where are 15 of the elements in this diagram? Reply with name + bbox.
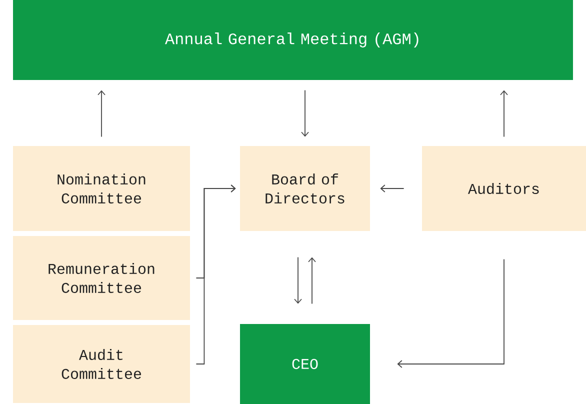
arrow [294,256,302,304]
committee-box: Remuneration Committee [13,236,190,320]
arrow [196,184,236,364]
meeting-banner: Annual General Meeting (AGM) [13,0,573,80]
arrow [500,90,508,138]
committee-box: Audit Committee [13,325,190,403]
process-box: Auditors [422,146,586,231]
arrow [308,257,316,304]
executive-box: CEO [240,324,370,404]
committee-box: Nomination Committee [13,146,190,231]
arrow [301,90,309,137]
process-box: Board of Directors [240,146,370,231]
arrow [98,90,106,138]
arrow [380,184,404,192]
arrow [397,258,504,368]
